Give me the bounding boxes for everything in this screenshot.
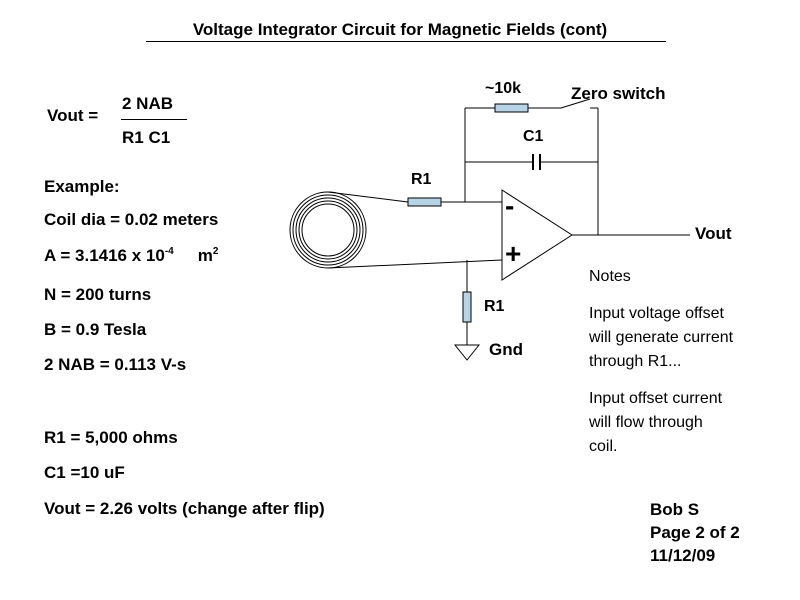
input-resistor-r1-symbol (407, 197, 442, 207)
ground-resistor-r1-symbol (462, 291, 472, 323)
note2-line1: Input offset current (589, 390, 723, 407)
footer-date: 11/12/09 (650, 546, 716, 565)
zero-switch-label: Zero switch (571, 84, 666, 103)
input-resistor-label: R1 (411, 171, 432, 188)
note1-line1: Input voltage offset (589, 305, 724, 322)
area-prefix: A = 3.1416 x 10 (44, 246, 165, 265)
footer-page: Page 2 of 2 (650, 523, 740, 542)
example-heading: Example: (44, 177, 120, 196)
resistor-10k-label: ~10k (485, 80, 522, 97)
formula-numerator: 2 NAB (122, 94, 174, 113)
op-amp-symbol (501, 189, 573, 281)
area-unit-exponent: 2 (212, 246, 219, 257)
vout-value-text: Vout = 2.26 volts (change after flip) (44, 499, 325, 518)
field-text: B = 0.9 Tesla (44, 320, 147, 339)
note1-line3: through R1... (589, 353, 682, 370)
capacitor-c1-symbol (532, 154, 541, 170)
ground-symbol (453, 344, 481, 361)
circuit-wires (327, 98, 690, 345)
c1-value-text: C1 =10 uF (44, 463, 125, 482)
noninverting-input-sign: + (505, 238, 522, 269)
ground-resistor-label: R1 (484, 298, 505, 315)
area-text: A = 3.1416 x 10-4 m2 (44, 246, 218, 266)
formula-lhs: Vout = (47, 106, 99, 125)
note1-line2: will generate current (589, 329, 734, 346)
feedback-resistor-10k-symbol (494, 103, 529, 113)
formula-denominator: R1 C1 (122, 128, 171, 147)
notes-heading: Notes (589, 268, 631, 285)
product-text: 2 NAB = 0.113 V-s (44, 355, 187, 374)
fraction-bar (121, 119, 187, 120)
title-underline (146, 41, 666, 42)
note2-line2: will flow through (589, 414, 703, 431)
turns-text: N = 200 turns (44, 285, 152, 304)
page-title: Voltage Integrator Circuit for Magnetic … (192, 20, 608, 39)
capacitor-label: C1 (523, 128, 544, 145)
footer-author: Bob S (650, 500, 700, 519)
coil-symbol (289, 191, 367, 269)
coil-dia-text: Coil dia = 0.02 meters (44, 210, 219, 229)
area-unit: m (197, 246, 213, 265)
inverting-input-sign: - (505, 190, 515, 221)
ground-label: Gnd (489, 340, 523, 359)
r1-value-text: R1 = 5,000 ohms (44, 428, 178, 447)
note2-line3: coil. (589, 438, 618, 455)
output-label: Vout (695, 224, 732, 243)
area-exponent: -4 (164, 246, 174, 257)
